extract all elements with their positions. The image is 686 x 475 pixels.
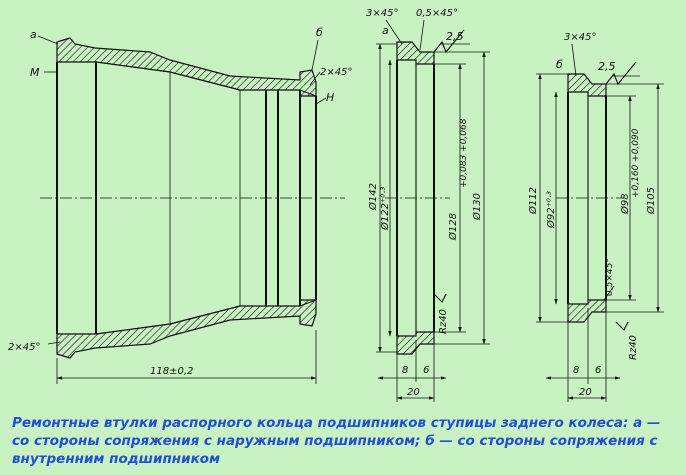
sleeve-a-dim-20: 20 [407, 387, 420, 398]
sleeve-b-d-flange: Ø105 [645, 187, 657, 215]
spacer-ring-view: а М б 2×45° Н 2×45° 118±0,2 [8, 26, 352, 384]
sleeve-b-d-outer: Ø112 [527, 187, 539, 215]
label-M: М [30, 66, 40, 79]
sleeve-b-chamfer-inner: 0,5×45° [605, 258, 615, 296]
sleeve-b-dim-8: 8 [573, 365, 579, 376]
sleeve-b-d-fit: Ø98 [619, 193, 631, 215]
sleeve-b-label: б [556, 58, 563, 71]
length-dimension: 118±0,2 [150, 366, 193, 377]
sleeve-a-view: а 3×45° 0,5×45° 2,5 Ø142 Ø122⁺⁰·³ Ø128 +… [366, 8, 490, 402]
sleeve-a-d-bore: Ø122⁺⁰·³ [379, 187, 391, 231]
sleeve-b-roughness: 2,5 [598, 60, 616, 73]
sleeve-b-dim-20: 20 [579, 387, 592, 398]
sleeve-a-chamfer-inner: 0,5×45° [416, 8, 458, 19]
sleeve-a-label: а [382, 24, 389, 37]
sleeve-a-dim-8: 8 [402, 365, 408, 376]
sleeve-a-roughness: 2,5 [446, 30, 464, 43]
label-b: б [316, 26, 323, 39]
figure-caption: Ремонтные втулки распорного кольца подши… [12, 415, 661, 467]
sleeve-a-d-outer: Ø142 [367, 183, 379, 211]
sleeve-a-chamfer-outer: 3×45° [366, 8, 398, 19]
sleeve-a-lower-section [396, 331, 435, 355]
sleeve-b-dim-6: 6 [595, 365, 601, 376]
sleeve-b-rz: Rz40 [628, 335, 639, 360]
sleeve-b-chamfer-outer: 3×45° [564, 32, 596, 43]
sleeve-b-lower-section [567, 299, 607, 323]
sleeve-b-view: б 3×45° 2,5 Ø112 Ø92⁺⁰·³ Ø98 +0,160 +0,0… [527, 32, 664, 402]
chamfer-left-label: 2×45° [8, 342, 40, 353]
label-H: Н [326, 91, 334, 104]
sleeve-a-d-fit-tol: +0,083 +0,068 [459, 118, 469, 188]
sleeve-b-d-fit-tol: +0,160 +0,090 [631, 128, 641, 198]
technical-drawing: а М б 2×45° Н 2×45° 118±0,2 а 3×45° 0,5×… [8, 8, 664, 402]
sleeve-a-rz: Rz40 [438, 309, 449, 334]
sleeve-b-upper-section [567, 73, 607, 97]
label-a: а [30, 28, 37, 41]
chamfer-right-label: 2×45° [320, 67, 352, 78]
sleeve-b-d-bore: Ø92⁺⁰·³ [545, 191, 557, 229]
sleeve-a-dim-6: 6 [423, 365, 429, 376]
sleeve-a-d-fit: Ø128 [447, 213, 459, 241]
sleeve-a-d-flange: Ø130 [471, 193, 483, 221]
sleeve-a-upper-section [396, 41, 435, 65]
